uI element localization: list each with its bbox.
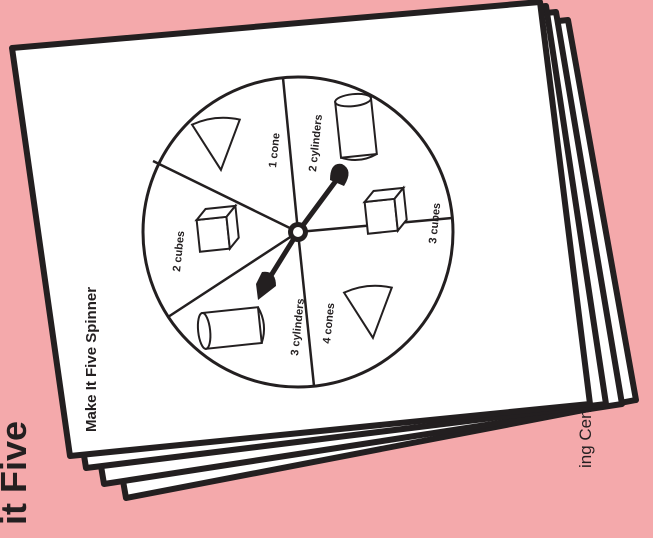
cube-icon [364,188,408,234]
cylinder-icon [335,92,378,161]
spinner: 1 cone 2 cylinders 3 cubes [143,77,453,387]
cube-icon [196,206,240,252]
sheet-title: Make It Five Spinner [83,287,100,432]
cylinder-icon [196,307,265,350]
